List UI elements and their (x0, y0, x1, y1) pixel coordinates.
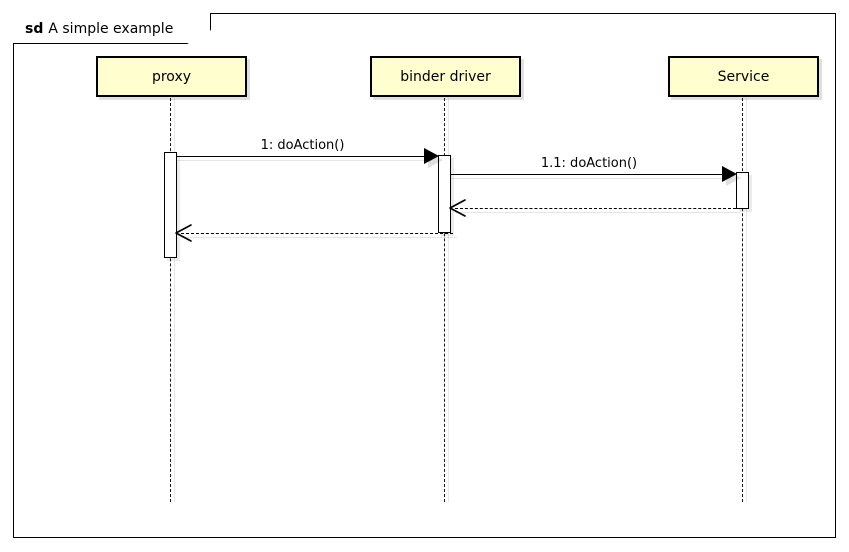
lifeline-service (742, 98, 743, 502)
activation-bar-service (736, 172, 749, 209)
activation-bar-binder-driver (438, 155, 451, 233)
lifeline-proxy (170, 98, 171, 502)
message-1-line (177, 156, 428, 157)
participant-service-label: Service (717, 68, 770, 85)
participant-proxy-label: proxy (151, 68, 192, 85)
message-1-1-label: 1.1: doAction() (540, 156, 638, 171)
return-1-1-arrowhead-icon (447, 198, 469, 220)
message-1-1-line-shadow (451, 178, 731, 179)
participant-binder-driver[interactable]: binder driver (370, 56, 521, 97)
return-1-1-line (455, 208, 736, 209)
sequence-diagram-frame (13, 13, 836, 538)
return-1-line (181, 233, 453, 234)
message-1-arrowhead-icon (424, 148, 439, 164)
message-1-1-line (451, 174, 727, 175)
message-1-1-arrowhead-icon (722, 166, 737, 182)
frame-name-label: A simple example (48, 20, 174, 37)
lifeline-shadow-proxy (174, 98, 175, 502)
return-1-line-shadow (181, 237, 457, 238)
return-1-arrowhead-icon (173, 223, 195, 245)
participant-binder-driver-label: binder driver (400, 68, 491, 85)
frame-kind-label: sd (25, 20, 44, 37)
message-1-label: 1: doAction() (260, 138, 345, 153)
return-1-1-line-shadow (455, 212, 740, 213)
message-1-line-shadow (177, 160, 432, 161)
frame-header-label: sd A simple example (13, 13, 211, 44)
lifeline-shadow-binder (448, 98, 449, 502)
lifeline-shadow-service (746, 98, 747, 502)
activation-bar-proxy (164, 152, 177, 258)
participant-proxy[interactable]: proxy (96, 56, 247, 97)
frame-header-pentagon (13, 13, 211, 44)
lifeline-binder-driver (444, 98, 445, 502)
participant-service[interactable]: Service (668, 56, 819, 97)
